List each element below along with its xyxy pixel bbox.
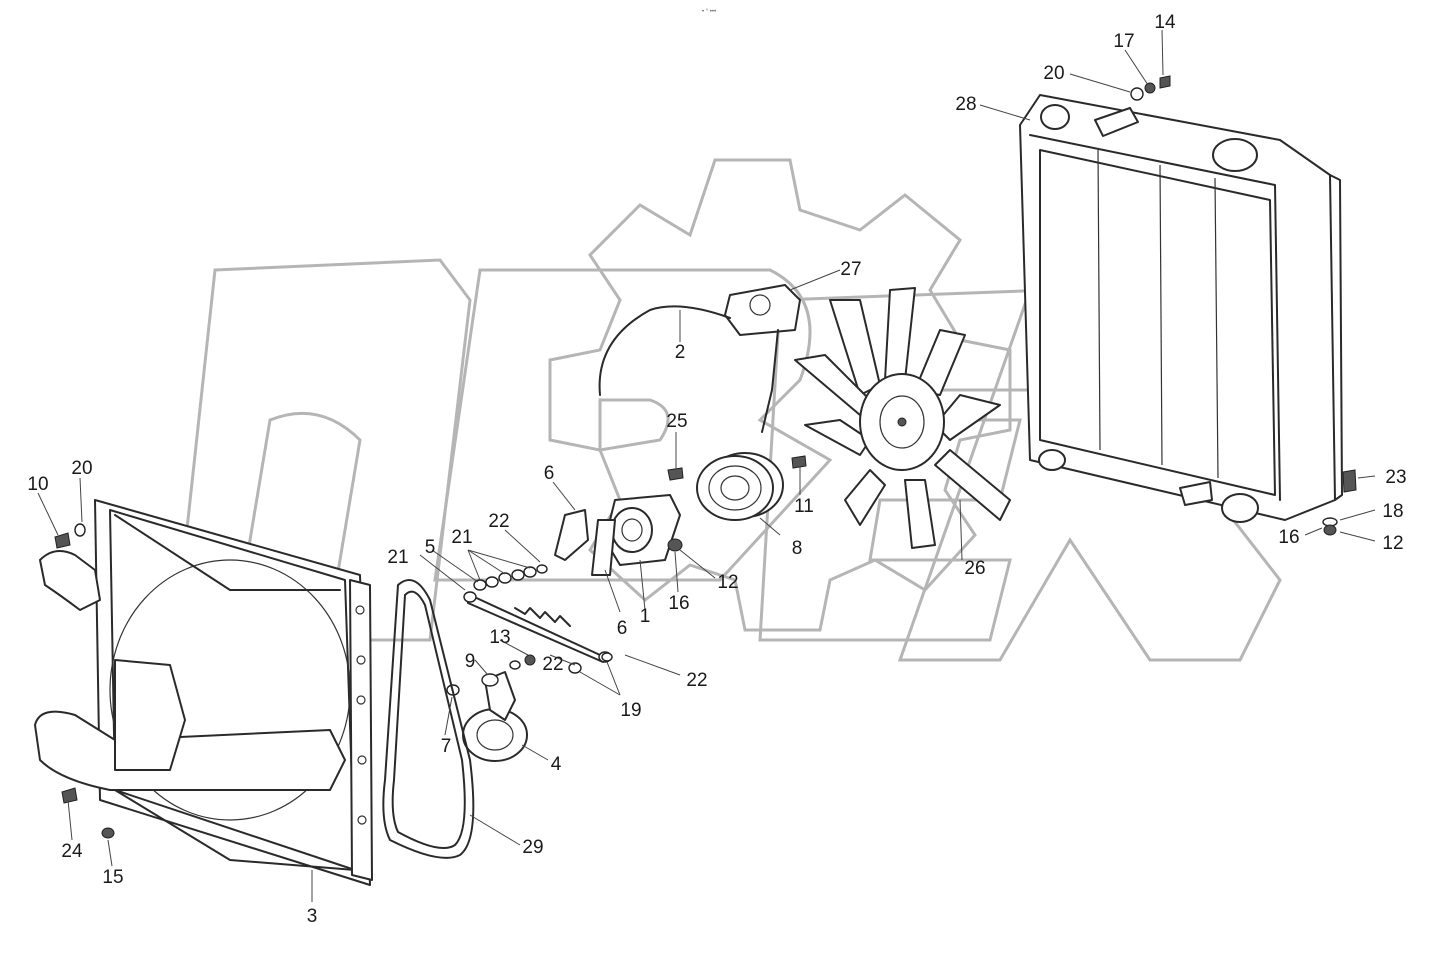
header-mark: • ° ••• — [702, 9, 716, 15]
label-19: 19 — [620, 700, 641, 721]
label-16b: 16 — [1278, 527, 1299, 548]
label-15: 15 — [102, 867, 123, 888]
label-14: 14 — [1154, 12, 1176, 33]
pulley-8 — [696, 452, 784, 536]
label-3: 3 — [307, 906, 318, 927]
label-6a: 6 — [544, 463, 555, 484]
label-13: 13 — [489, 627, 510, 648]
leader-lines — [37, 29, 1376, 867]
label-5: 5 — [425, 537, 436, 558]
part-labels: 1 2 3 4 5 6 6 7 8 9 10 11 12 12 13 14 15… — [27, 12, 1406, 927]
label-12b: 12 — [1382, 533, 1403, 554]
label-18: 18 — [1382, 501, 1403, 522]
label-10: 10 — [27, 474, 48, 495]
radiator-28 — [1019, 94, 1343, 523]
label-20a: 20 — [71, 458, 92, 479]
label-23: 23 — [1385, 467, 1406, 488]
label-22b: 22 — [542, 654, 563, 675]
label-2: 2 — [675, 342, 686, 363]
label-24: 24 — [61, 841, 83, 862]
label-25: 25 — [666, 411, 687, 432]
belt-29 — [382, 579, 521, 859]
label-8: 8 — [792, 538, 803, 559]
label-22c: 22 — [686, 670, 707, 691]
label-22a: 22 — [488, 511, 509, 532]
sensor-27 — [598, 269, 841, 433]
label-16a: 16 — [668, 593, 689, 614]
tensioner-rod — [463, 591, 612, 663]
label-4: 4 — [551, 754, 562, 775]
label-6b: 6 — [617, 618, 628, 639]
label-29: 29 — [522, 837, 543, 858]
label-21b: 21 — [451, 527, 472, 548]
label-11: 11 — [794, 496, 814, 517]
label-28: 28 — [955, 94, 976, 115]
label-1: 1 — [640, 606, 651, 627]
label-12a: 12 — [717, 572, 738, 593]
fan-26 — [794, 287, 1011, 561]
label-9: 9 — [465, 651, 476, 672]
label-21a: 21 — [387, 547, 408, 568]
fan-drive-1 — [591, 494, 681, 611]
idler-pulley-4 — [446, 652, 613, 762]
label-7: 7 — [441, 736, 452, 757]
label-20b: 20 — [1043, 63, 1064, 84]
label-26: 26 — [964, 558, 985, 579]
label-17: 17 — [1113, 31, 1134, 52]
shroud-3 — [34, 499, 373, 902]
washers-21 — [467, 549, 548, 591]
bracket-6 — [554, 509, 589, 561]
hardware — [54, 75, 1357, 839]
label-27: 27 — [840, 259, 861, 280]
